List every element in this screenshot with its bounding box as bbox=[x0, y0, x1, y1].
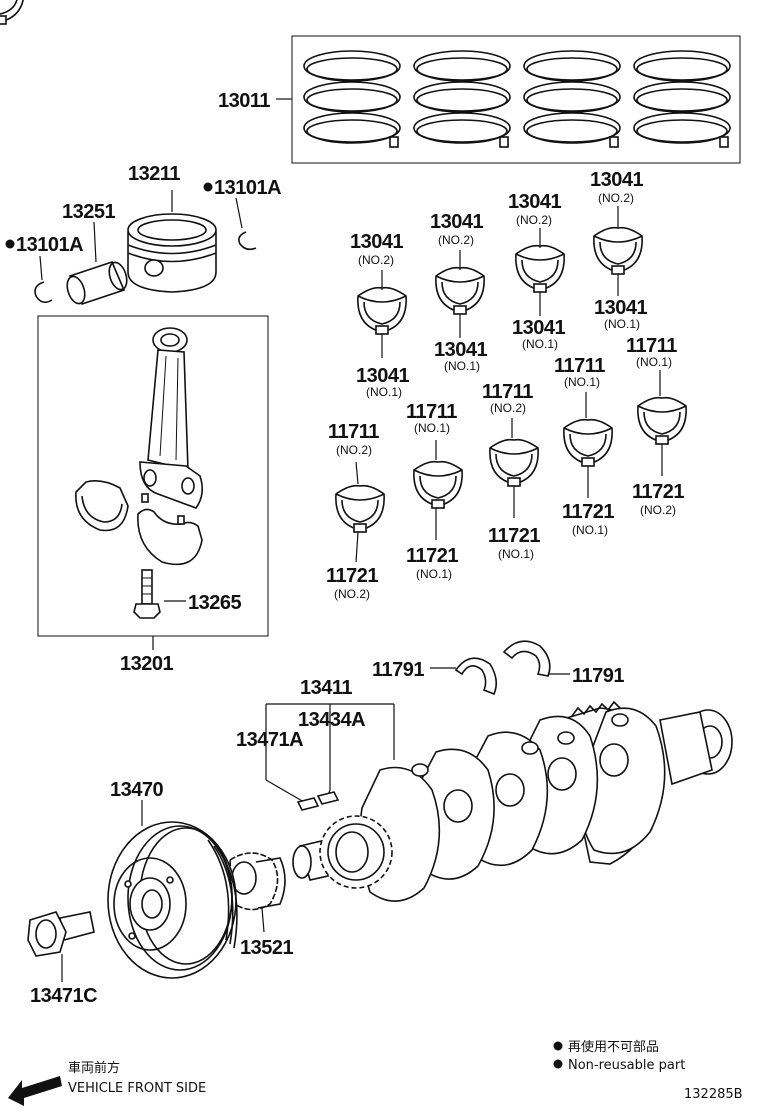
part-label-rb2-top-note: (NO.2) bbox=[438, 233, 474, 247]
legend-jp: 再使用不可部品 bbox=[568, 1039, 659, 1055]
part-label-mb2-top-note: (NO.1) bbox=[414, 421, 450, 435]
rod-bearing-3 bbox=[515, 228, 565, 316]
non-reusable-dot bbox=[203, 182, 213, 192]
part-label-rb1-top: 13041 bbox=[350, 231, 403, 253]
part-label-13265: 13265 bbox=[188, 592, 241, 614]
crank-sprocket bbox=[319, 815, 393, 889]
piston-pin-drawing bbox=[66, 221, 128, 305]
part-label-rb3-top: 13041 bbox=[508, 191, 561, 213]
main-bearing-3 bbox=[489, 418, 539, 518]
connecting-rod-group bbox=[37, 315, 269, 650]
part-label-13411: 13411 bbox=[300, 677, 352, 699]
part-label-mb1-top: 11711 bbox=[328, 421, 379, 443]
arrow-left-icon bbox=[8, 1076, 62, 1106]
part-label-mb1-bot: 11721 bbox=[326, 565, 378, 587]
part-label-mb1-top-note: (NO.2) bbox=[336, 443, 372, 457]
part-label-13201: 13201 bbox=[120, 653, 173, 675]
part-label-11791-left: 11791 bbox=[372, 659, 424, 681]
front-label-jp: 車両前方 bbox=[68, 1060, 120, 1076]
part-label-mb1-bot-note: (NO.2) bbox=[334, 587, 370, 601]
front-direction: 車両前方 VEHICLE FRONT SIDE bbox=[8, 1060, 206, 1106]
part-label-13101a-left: 13101A bbox=[16, 234, 83, 256]
part-label-13251: 13251 bbox=[62, 201, 115, 223]
diagram-id: 132285B bbox=[684, 1087, 743, 1102]
part-label-13471a: 13471A bbox=[236, 729, 303, 751]
part-label-mb2-bot-note: (NO.1) bbox=[416, 567, 452, 581]
rod-bearing-1 bbox=[357, 270, 407, 358]
timing-gear-13521 bbox=[229, 852, 286, 933]
piston-rings-group bbox=[276, 35, 741, 164]
rod-bearing-2 bbox=[435, 250, 485, 338]
thrust-washer-left bbox=[430, 657, 498, 696]
crank-pulley-13470 bbox=[107, 800, 238, 979]
part-label-mb5-bot-note: (NO.2) bbox=[640, 503, 676, 517]
part-label-mb4-bot-note: (NO.1) bbox=[572, 523, 608, 537]
part-label-rb3-bot-note: (NO.1) bbox=[522, 337, 558, 351]
part-label-rb2-top: 13041 bbox=[430, 211, 483, 233]
front-label-en: VEHICLE FRONT SIDE bbox=[68, 1081, 206, 1096]
part-label-mb2-bot: 11721 bbox=[406, 545, 458, 567]
non-reusable-dot bbox=[5, 239, 15, 249]
legend-en: Non-reusable part bbox=[568, 1058, 685, 1073]
part-label-mb5-bot: 11721 bbox=[632, 481, 684, 503]
part-label-11791-right: 11791 bbox=[572, 665, 624, 687]
part-label-rb1-bot-note: (NO.1) bbox=[366, 385, 402, 399]
main-bearing-4 bbox=[563, 392, 613, 498]
part-label-mb4-top-note: (NO.1) bbox=[564, 375, 600, 389]
pulley-bolt-13471c bbox=[27, 911, 95, 982]
part-label-13011: 13011 bbox=[218, 90, 270, 112]
part-label-mb2-top: 11711 bbox=[406, 401, 457, 423]
rod-bearing-4 bbox=[593, 206, 643, 296]
part-label-mb3-bot: 11721 bbox=[488, 525, 540, 547]
part-label-mb5-top: 11711 bbox=[626, 335, 677, 357]
key-13471a bbox=[296, 797, 320, 811]
part-label-mb4-top: 11711 bbox=[554, 355, 605, 377]
main-bearing-5 bbox=[637, 370, 687, 476]
part-label-mb3-top: 11711 bbox=[482, 381, 533, 403]
part-label-rb2-bot: 13041 bbox=[434, 339, 487, 361]
main-bearing-2 bbox=[413, 440, 463, 540]
part-label-rb4-bot: 13041 bbox=[594, 297, 647, 319]
part-label-rb1-top-note: (NO.2) bbox=[358, 253, 394, 267]
part-label-13471c: 13471C bbox=[30, 985, 97, 1007]
part-label-13470: 13470 bbox=[110, 779, 163, 801]
legend: 再使用不可部品 Non-reusable part bbox=[553, 1039, 685, 1073]
snap-ring-right bbox=[238, 231, 257, 251]
piston-drawing bbox=[127, 190, 217, 293]
part-label-rb4-top: 13041 bbox=[590, 169, 643, 191]
legend-dot bbox=[553, 1059, 563, 1069]
part-label-mb4-bot: 11721 bbox=[562, 501, 614, 523]
part-label-rb4-bot-note: (NO.1) bbox=[604, 317, 640, 331]
key-13434a bbox=[316, 791, 340, 805]
part-label-13101a-right: 13101A bbox=[214, 177, 281, 199]
thrust-washer-right bbox=[502, 640, 570, 677]
part-label-rb2-bot-note: (NO.1) bbox=[444, 359, 480, 373]
part-label-13434a: 13434A bbox=[298, 709, 365, 731]
part-label-rb3-bot: 13041 bbox=[512, 317, 565, 339]
part-label-13211: 13211 bbox=[128, 163, 180, 185]
part-label-rb3-top-note: (NO.2) bbox=[516, 213, 552, 227]
snap-ring-left bbox=[34, 281, 53, 304]
part-label-rb4-top-note: (NO.2) bbox=[598, 191, 634, 205]
legend-dot bbox=[553, 1041, 563, 1051]
part-label-rb1-bot: 13041 bbox=[356, 365, 409, 387]
main-bearing-1 bbox=[335, 461, 385, 563]
part-label-13521: 13521 bbox=[240, 937, 293, 959]
part-label-mb3-bot-note: (NO.1) bbox=[498, 547, 534, 561]
part-label-mb3-top-note: (NO.2) bbox=[490, 401, 526, 415]
part-label-mb5-top-note: (NO.1) bbox=[636, 355, 672, 369]
